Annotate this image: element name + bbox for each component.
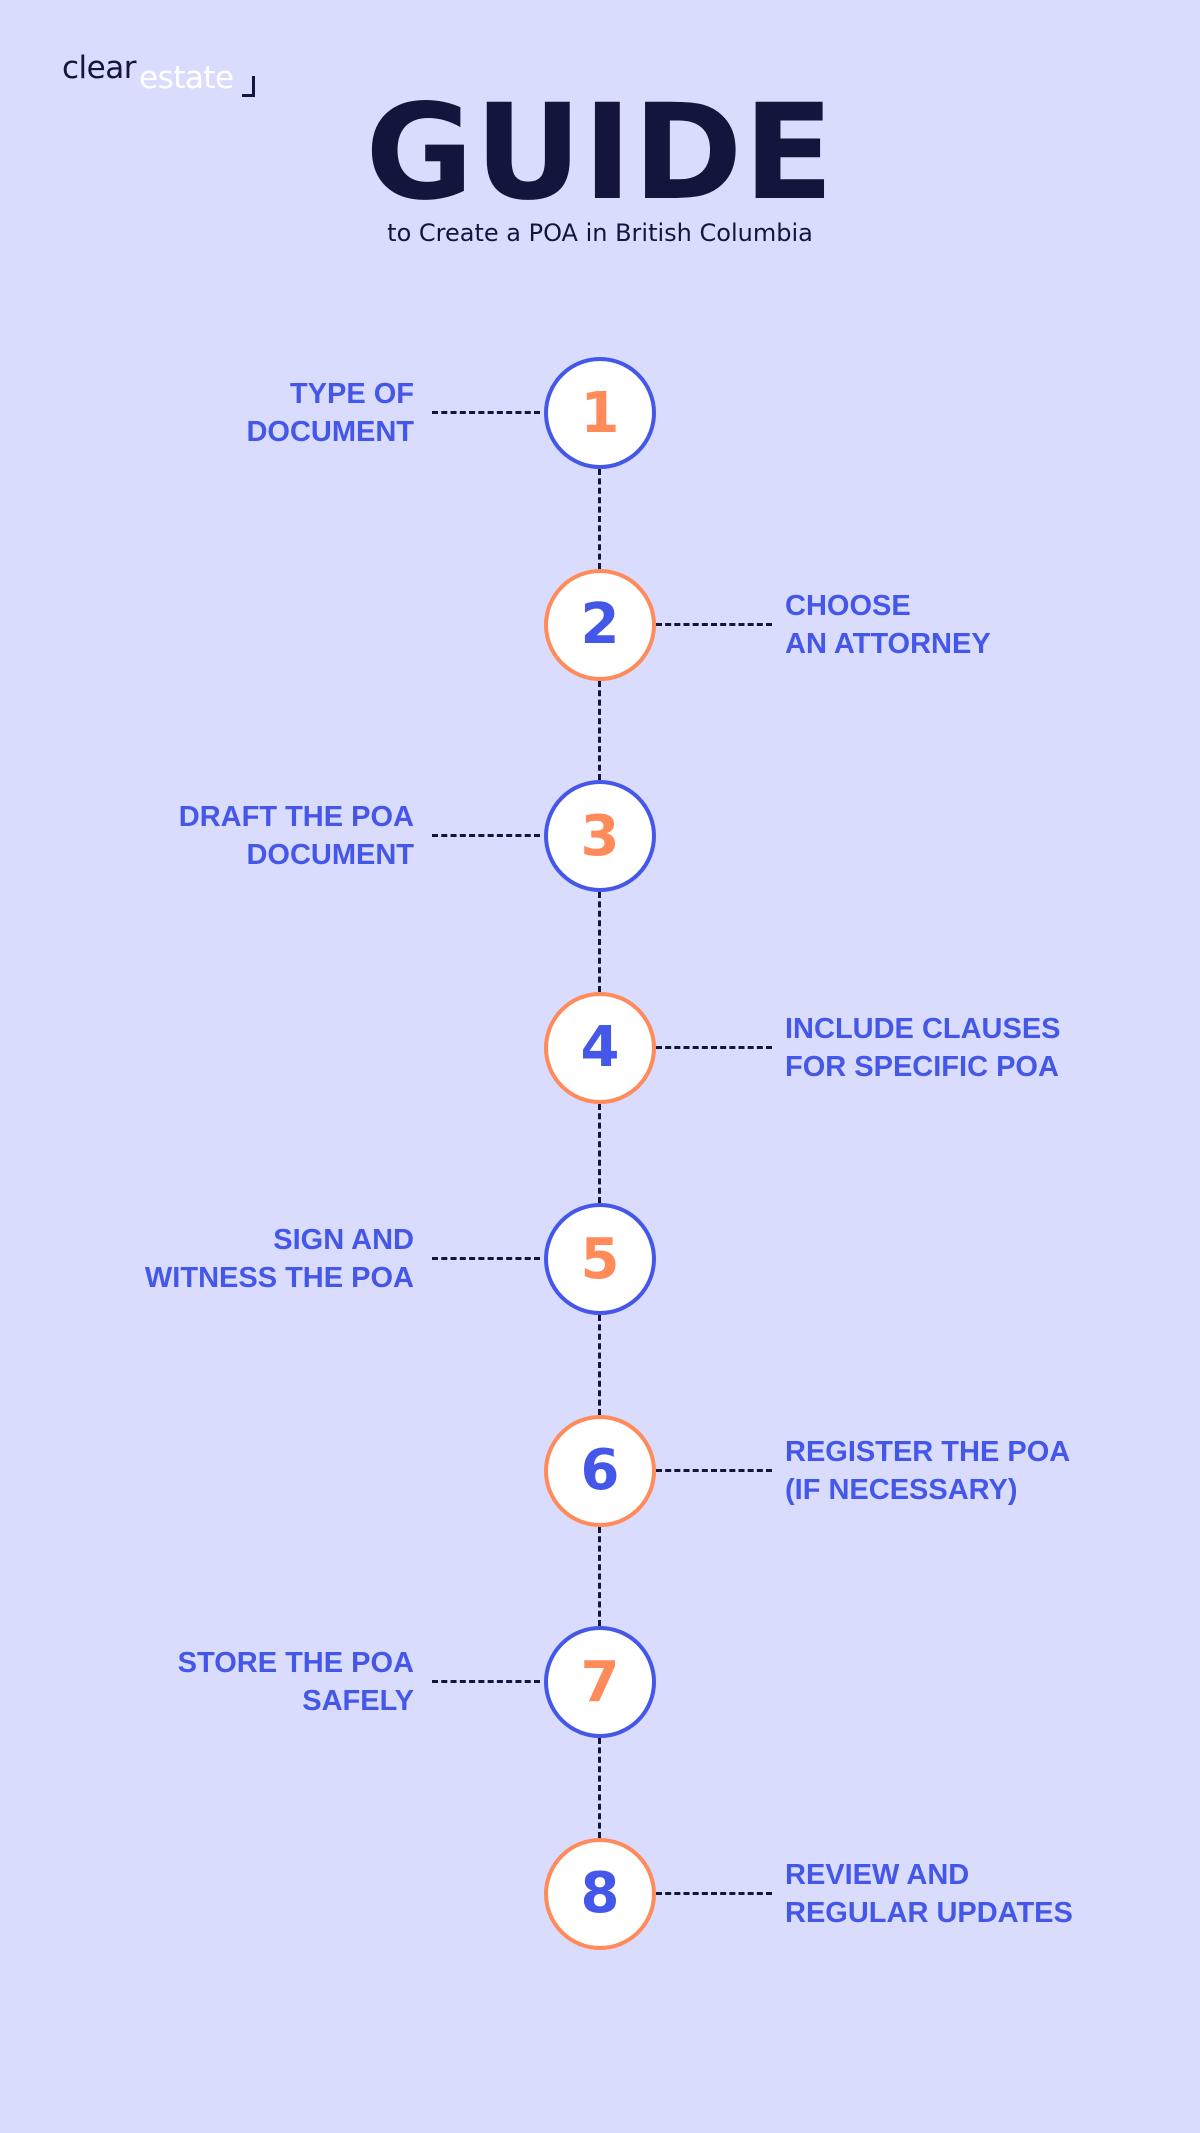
step-label: INCLUDE CLAUSES FOR SPECIFIC POA bbox=[785, 1012, 1061, 1083]
step-number-circle: 3 bbox=[544, 780, 656, 892]
logo-text-estate: estate bbox=[139, 60, 234, 96]
step-connector-line bbox=[432, 1680, 540, 1683]
step-connector-line bbox=[656, 1891, 772, 1895]
step-number-circle: 5 bbox=[544, 1203, 656, 1315]
step-number-circle: 8 bbox=[544, 1837, 656, 1950]
step-connector-line bbox=[432, 411, 540, 414]
logo-text-clear: clear bbox=[62, 50, 136, 86]
step-number-circle: 7 bbox=[544, 1626, 656, 1738]
timeline-connector bbox=[598, 1738, 601, 1838]
step-connector-line bbox=[432, 834, 540, 837]
timeline-connector bbox=[598, 469, 601, 569]
step-connector-line bbox=[656, 1045, 772, 1049]
step-connector-line bbox=[432, 1257, 540, 1260]
timeline-connector bbox=[598, 1103, 601, 1203]
step-label: REVIEW AND REGULAR UPDATES bbox=[785, 1858, 1073, 1929]
timeline-connector bbox=[598, 1315, 601, 1415]
step-label: CHOOSE AN ATTORNEY bbox=[785, 589, 991, 660]
step-label: TYPE OF DOCUMENT bbox=[246, 378, 414, 448]
step-number-circle: 2 bbox=[544, 568, 656, 681]
logo-bracket-icon bbox=[242, 76, 255, 97]
page-subtitle: to Create a POA in British Columbia bbox=[387, 219, 813, 247]
step-connector-line bbox=[656, 1468, 772, 1472]
timeline-connector bbox=[598, 1526, 601, 1626]
step-number-circle: 4 bbox=[544, 991, 656, 1104]
step-connector-line bbox=[656, 622, 772, 626]
page-title: GUIDE bbox=[365, 76, 835, 230]
step-number-circle: 1 bbox=[544, 357, 656, 469]
step-label: REGISTER THE POA (IF NECESSARY) bbox=[785, 1435, 1071, 1506]
timeline-connector bbox=[598, 892, 601, 992]
step-label: STORE THE POA SAFELY bbox=[177, 1647, 414, 1717]
step-label: SIGN AND WITNESS THE POA bbox=[144, 1224, 414, 1294]
timeline-connector bbox=[598, 680, 601, 780]
step-label: DRAFT THE POA DOCUMENT bbox=[178, 801, 414, 871]
step-number-circle: 6 bbox=[544, 1414, 656, 1527]
